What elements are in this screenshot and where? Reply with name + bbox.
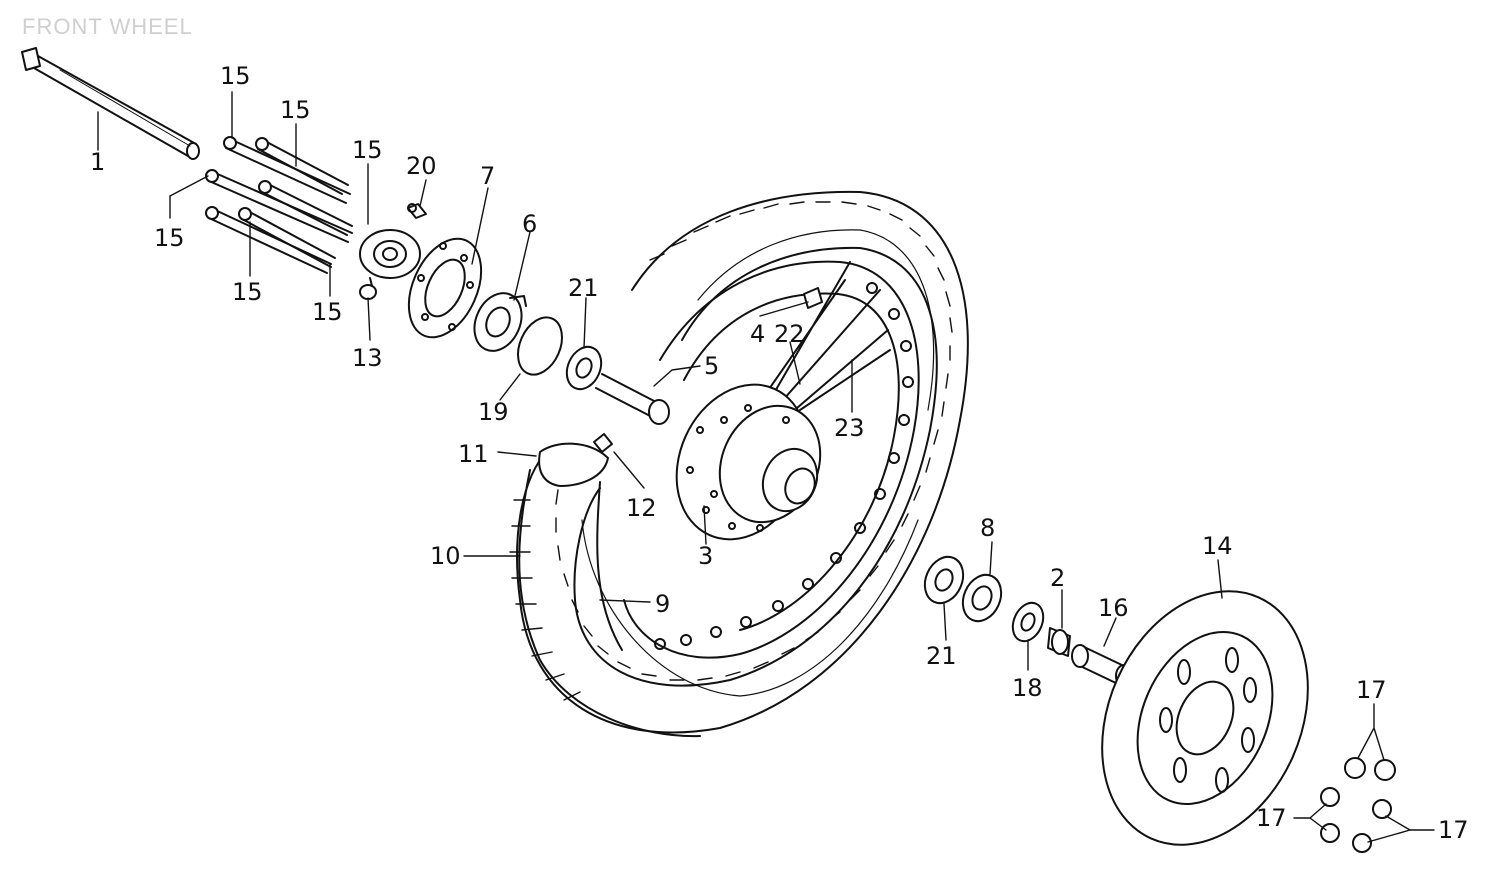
callout-17-b: 17: [1256, 804, 1287, 832]
callout-18: 18: [1012, 674, 1043, 702]
callout-5: 5: [704, 352, 719, 380]
dust-seal: [961, 573, 1003, 623]
callout-9: 9: [655, 590, 670, 618]
tire-cross-section: [509, 442, 701, 738]
tire-valve: [593, 433, 613, 453]
side-collar: [1047, 627, 1071, 657]
speedometer-gearbox: [359, 229, 421, 300]
callout-6: 6: [522, 210, 537, 238]
front-axle: [21, 47, 200, 160]
callout-2: 2: [1050, 564, 1065, 592]
callout-17-c: 17: [1438, 816, 1469, 844]
wheel-rim: [623, 260, 920, 659]
front-tire: [516, 190, 969, 734]
callout-7: 7: [480, 162, 495, 190]
disc-bolts: [1320, 757, 1396, 853]
callout-23: 23: [834, 414, 865, 442]
callout-13: 13: [352, 344, 383, 372]
brake-disc: [1101, 590, 1309, 846]
callout-15-b: 15: [280, 96, 311, 124]
callout-15-a: 15: [220, 62, 251, 90]
callout-4: 4: [750, 320, 765, 348]
callout-20: 20: [406, 152, 437, 180]
wheel-bearing-right: [923, 555, 965, 605]
hub-cover-plate: [407, 237, 483, 339]
wheel-bearing-left: [565, 345, 603, 391]
callout-22: 22: [774, 320, 805, 348]
hub-bolts: [205, 136, 353, 274]
o-ring: [517, 316, 563, 376]
callout-labels: 1 2 3 4 5 6 7 8 9 10 11 12 13 14 15 15 1…: [90, 62, 1469, 844]
callout-16: 16: [1098, 594, 1129, 622]
hub-spacer: [595, 373, 670, 425]
callout-15-c: 15: [352, 136, 383, 164]
spokes: [759, 261, 891, 415]
callout-8: 8: [980, 514, 995, 542]
callout-21-b: 21: [926, 642, 957, 670]
callout-11: 11: [458, 440, 489, 468]
callout-1: 1: [90, 148, 105, 176]
callout-21-a: 21: [568, 274, 599, 302]
callout-14: 14: [1202, 532, 1233, 560]
callout-12: 12: [626, 494, 657, 522]
callout-15-d: 15: [154, 224, 185, 252]
callout-15-e: 15: [232, 278, 263, 306]
oil-seal: [1011, 601, 1045, 643]
callout-10: 10: [430, 542, 461, 570]
callout-15-f: 15: [312, 298, 343, 326]
wheel-hub: [675, 383, 822, 541]
bearing-retainer: [473, 292, 527, 352]
callout-3: 3: [698, 542, 713, 570]
grease-fitting: [407, 203, 427, 219]
callout-17-a: 17: [1356, 676, 1387, 704]
callout-19: 19: [478, 398, 509, 426]
diagram-title: FRONT WHEEL: [22, 14, 193, 39]
leader-lines: [97, 91, 1435, 843]
spoke-nipple: [803, 287, 823, 309]
